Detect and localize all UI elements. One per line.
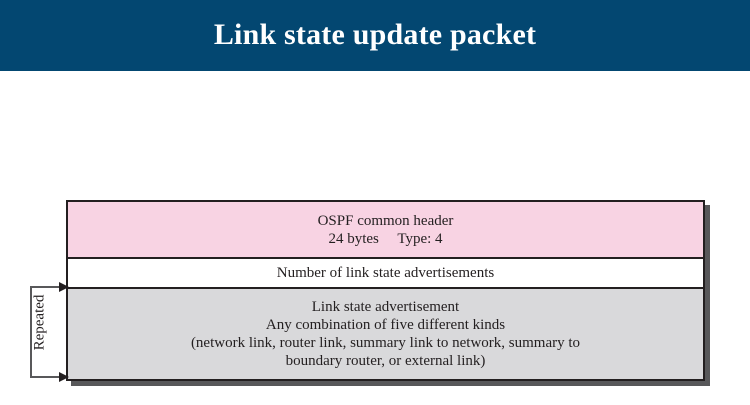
repeated-label: Repeated <box>31 294 48 351</box>
field-number-of-link-state-advertisements: Number of link state advertisements <box>68 259 703 289</box>
field-ospf-common-header-line-2: 24 bytes Type: 4 <box>328 230 443 247</box>
slide-title-band: Link state update packet <box>0 0 750 71</box>
field-link-state-advertisement-line-3: (network link, router link, summary link… <box>190 335 581 351</box>
field-link-state-advertisement: Link state advertisement Any combination… <box>68 289 703 379</box>
field-link-state-advertisement-line-1: Link state advertisement <box>311 299 460 315</box>
field-ospf-common-header-line-1: OSPF common header <box>317 212 454 229</box>
bracket-bottom-line <box>30 376 61 378</box>
packet-diagram: OSPF common header 24 bytes Type: 4 Numb… <box>0 71 750 405</box>
page-title: Link state update packet <box>213 17 537 51</box>
field-link-state-advertisement-line-4: boundary router, or external link) <box>285 353 486 369</box>
field-link-state-advertisement-line-2: Any combination of five different kinds <box>265 317 506 333</box>
field-number-of-link-state-advertisements-line-1: Number of link state advertisements <box>276 265 495 281</box>
bracket-top-line <box>30 286 61 288</box>
packet-stack: OSPF common header 24 bytes Type: 4 Numb… <box>66 200 705 381</box>
arrow-right-icon-bottom <box>59 372 69 382</box>
field-ospf-common-header: OSPF common header 24 bytes Type: 4 <box>68 202 703 259</box>
repeated-bracket: Repeated <box>30 282 69 382</box>
arrow-right-icon-top <box>59 282 69 292</box>
bracket-vertical-line <box>30 286 32 378</box>
